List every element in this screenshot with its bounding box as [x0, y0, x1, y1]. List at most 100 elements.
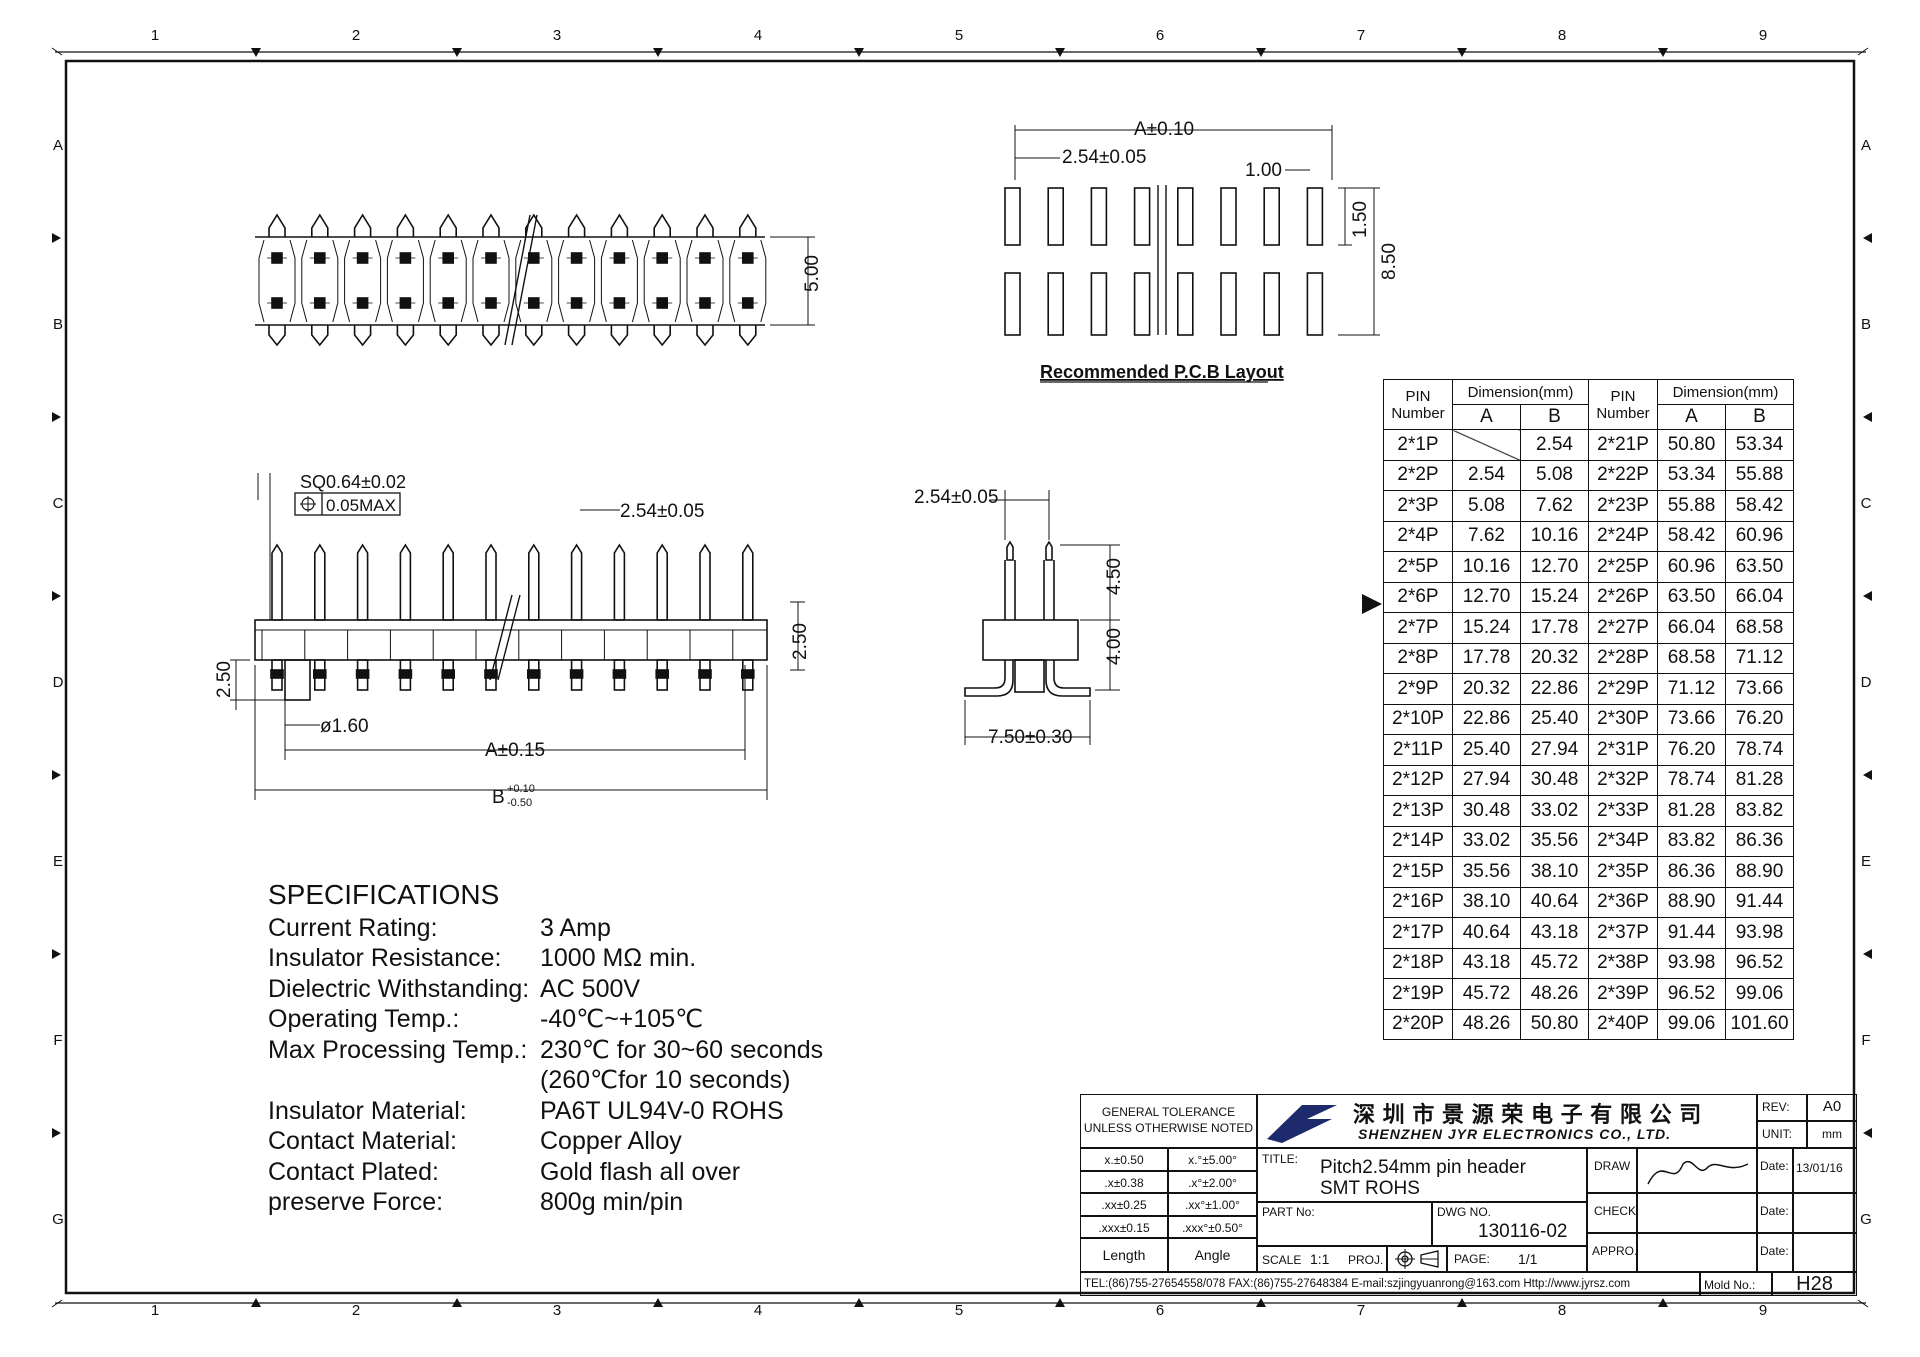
spec-value: 230℃ for 30~60 seconds: [540, 1035, 824, 1064]
table-cell: 83.82: [1725, 795, 1794, 827]
appro-label: APPRO.: [1587, 1233, 1637, 1272]
grid-row-left-C: C: [53, 495, 64, 512]
spec-value: AC 500V: [540, 974, 641, 1003]
table-cell: 78.74: [1657, 764, 1726, 796]
table-cell: 2.54: [1452, 459, 1521, 491]
front-pin-solder: [569, 669, 584, 679]
pcb-pad: [1133, 272, 1151, 336]
rev-value: A0: [1807, 1094, 1857, 1121]
table-cell: 48.26: [1520, 978, 1589, 1010]
top-pin-tab: [396, 213, 415, 347]
pcb-pad: [1177, 187, 1194, 246]
top-pin-housing: [643, 239, 681, 323]
table-cell: 71.12: [1725, 642, 1794, 674]
table-cell: 2*32P: [1588, 764, 1658, 796]
signature-icon: [1647, 1161, 1749, 1185]
spec-label: Insulator Material:: [268, 1096, 467, 1125]
dwg-no-field: DWG NO. 130116-02: [1432, 1202, 1587, 1246]
table-cell: 5.08: [1520, 459, 1589, 491]
grid-row-left-F: F: [53, 1032, 62, 1049]
grid-arrow-icon: [251, 1298, 261, 1307]
spec-value: 3 Amp: [540, 913, 611, 942]
grid-arrow-icon: [1658, 48, 1668, 57]
table-cell: 2*23P: [1588, 490, 1658, 522]
table-cell: 63.50: [1725, 551, 1794, 583]
grid-arrow-icon: [1256, 48, 1266, 57]
top-pin-tab: [439, 213, 457, 347]
front-pin: [570, 543, 583, 621]
scale-field: SCALE 1:1 PROJ.: [1257, 1246, 1387, 1272]
table-cell: 60.96: [1657, 551, 1726, 583]
spec-value: -40℃~+105℃: [540, 1005, 704, 1033]
front-dim-body-right: 2.50: [790, 623, 811, 660]
table-cell: 5.08: [1452, 490, 1521, 522]
grid-col-bottom-1: 1: [151, 1302, 159, 1319]
grid-col-bottom-7: 7: [1357, 1302, 1365, 1319]
table-cell: 99.06: [1657, 1008, 1726, 1040]
grid-row-right-C: C: [1861, 495, 1872, 512]
spec-label: Current Rating:: [268, 913, 438, 942]
spec-row: Operating Temp.: -40℃~+105℃: [268, 1004, 823, 1035]
table-cell: 78.74: [1725, 734, 1794, 766]
table-cell: 91.44: [1657, 917, 1726, 949]
spec-row: Contact Material:Copper Alloy: [268, 1126, 823, 1157]
grid-arrow-icon: [1863, 770, 1872, 780]
table-cell: 2*5P: [1383, 551, 1453, 583]
table-cell: 2*35P: [1588, 856, 1658, 888]
table-cell: 22.86: [1520, 673, 1589, 705]
table-cell: 2*22P: [1588, 459, 1658, 491]
pcb-dim-pad-height: 1.50: [1350, 201, 1371, 238]
table-cell: 99.06: [1725, 978, 1794, 1010]
grid-col-top-5: 5: [955, 27, 963, 44]
table-cell: 7.62: [1520, 490, 1589, 522]
table-cell: 43.18: [1452, 947, 1521, 979]
front-pin-solder: [441, 669, 456, 679]
table-cell: 2*7P: [1383, 612, 1453, 644]
table-cell: 2*24P: [1588, 520, 1658, 552]
top-pin-housing: [429, 239, 467, 323]
grid-col-bottom-6: 6: [1156, 1302, 1164, 1319]
table-cell: 60.96: [1725, 520, 1794, 552]
corner-marks: [51, 47, 1869, 1308]
grid-row-left-E: E: [53, 853, 63, 870]
front-pin: [399, 543, 412, 621]
table-cell: 66.04: [1725, 581, 1794, 613]
grid-arrow-icon: [251, 48, 261, 57]
front-dim-b-tol-plus: +0.10: [507, 783, 535, 795]
table-cell: 2*39P: [1588, 978, 1658, 1010]
top-pin-tab: [311, 213, 329, 347]
table-cell: 25.40: [1452, 734, 1521, 766]
pcb-pad: [1004, 272, 1021, 336]
grid-row-right-G: G: [1860, 1211, 1872, 1228]
pcb-pad: [1263, 187, 1280, 246]
grid-arrow-icon: [452, 48, 462, 57]
spec-row: Max Processing Temp.:230℃ for 30~60 seco…: [268, 1035, 823, 1066]
table-cell: 33.02: [1452, 825, 1521, 857]
spec-label: Operating Temp.:: [268, 1005, 460, 1033]
check-field: [1637, 1193, 1757, 1233]
draw-signature: [1637, 1148, 1757, 1193]
spec-value: Copper Alloy: [540, 1127, 682, 1155]
front-dim-pitch: 2.54±0.05: [620, 501, 704, 522]
pcb-pad: [1306, 187, 1324, 246]
table-cell: 93.98: [1657, 947, 1726, 979]
grid-row-right-A: A: [1861, 137, 1871, 154]
front-pin: [271, 543, 283, 621]
tolerance-cell: .xx±0.25: [1080, 1193, 1168, 1216]
dimension-header: Dimension(mm): [1452, 379, 1589, 405]
table-cell: 93.98: [1725, 917, 1794, 949]
pcb-pad: [1047, 187, 1064, 246]
col-a-header: A: [1452, 404, 1521, 430]
front-dim-pos: 0.05MAX: [326, 496, 396, 515]
grid-arrow-icon: [1863, 233, 1872, 243]
table-cell: 20.32: [1452, 673, 1521, 705]
